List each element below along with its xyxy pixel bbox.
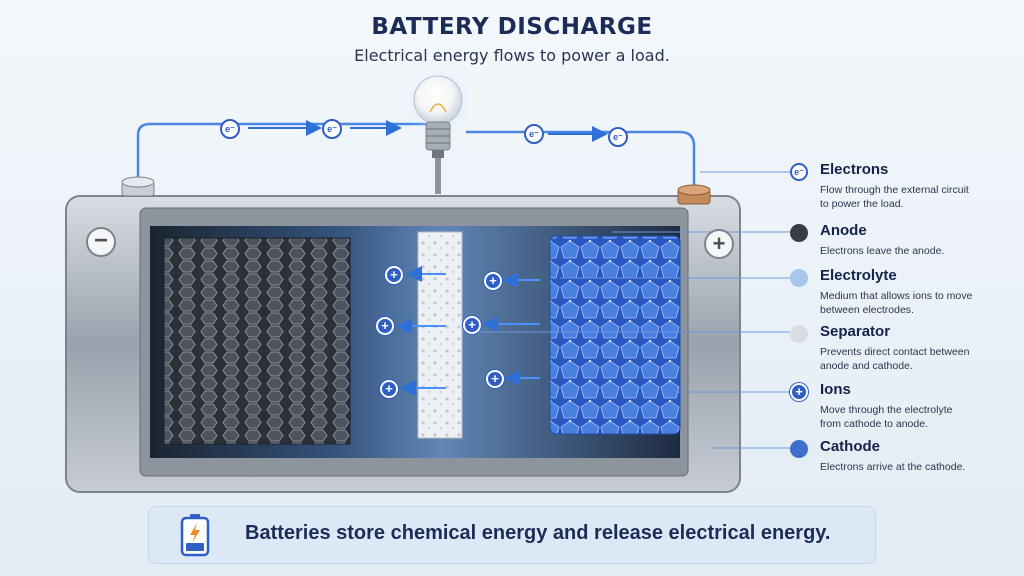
positive-terminal-icon: + [704,229,734,259]
ion-icon: + [484,272,502,290]
positive-terminal [677,184,711,205]
legend-title: Electrolyte [820,267,897,284]
anode-swatch-icon [790,224,808,242]
electron-legend-icon: e⁻ [790,163,808,181]
separator [417,231,463,439]
ion-icon: + [380,380,398,398]
electron-icon: e⁻ [220,119,240,139]
circuit-wire-right [466,130,696,192]
summary-banner: Batteries store chemical energy and rele… [148,506,876,564]
light-bulb-icon [404,68,472,194]
ion-legend-icon: + [790,383,808,401]
electron-icon: e⁻ [322,119,342,139]
legend-leader-lines [462,171,790,449]
electrolyte-swatch-icon [790,269,808,287]
legend-title: Electrons [820,161,889,178]
page-subtitle: Electrical energy flows to power a load. [354,46,670,65]
circuit-wire [136,122,426,182]
electron-icon: e⁻ [524,124,544,144]
negative-terminal-icon: − [86,227,116,257]
legend-title: Cathode [820,438,880,455]
ion-icon: + [463,316,481,334]
page-title: BATTERY DISCHARGE [371,14,653,40]
ion-icon: + [376,317,394,335]
summary-text: Batteries store chemical energy and rele… [245,522,831,544]
legend-desc: Electrons leave the anode. [820,245,945,257]
ion-icon: + [486,370,504,388]
ion-icon: + [385,266,403,284]
negative-terminal [121,176,155,197]
legend-desc: Electrons arrive at the cathode. [820,461,966,473]
cathode [549,235,681,435]
separator-swatch-icon [790,325,808,343]
cathode-swatch-icon [790,440,808,458]
battery-charging-icon [179,513,211,562]
legend-title: Separator [820,323,891,340]
legend-title: Anode [820,222,867,239]
electron-icon: e⁻ [608,127,628,147]
legend-title: Ions [820,381,851,398]
anode [164,238,350,444]
